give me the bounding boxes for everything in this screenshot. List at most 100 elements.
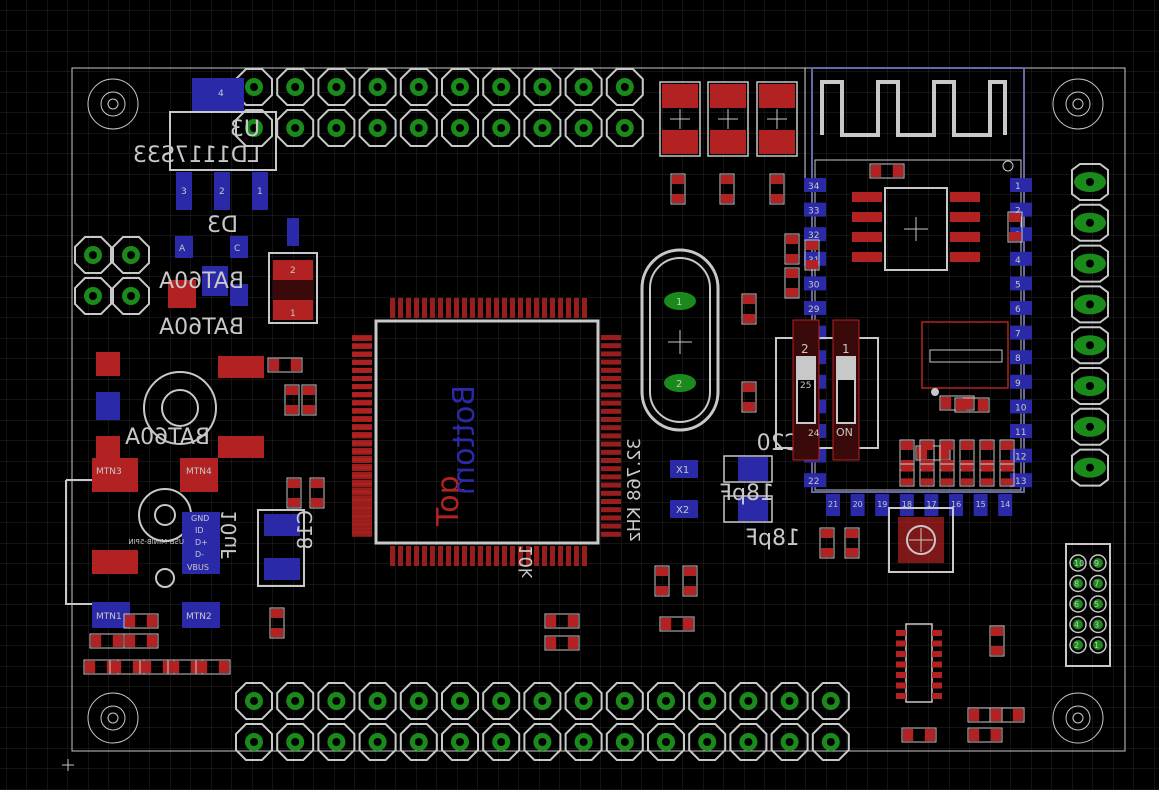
header-bottom-pin[interactable] [235,682,273,720]
smd-resistor[interactable] [804,239,820,271]
smd-resistor[interactable] [267,357,303,373]
header-top-pin[interactable] [358,68,397,106]
smd-resistor[interactable] [899,463,915,487]
crystal-oscillator[interactable]: 1 2 [640,248,720,432]
smd-resistor[interactable] [741,293,757,325]
smd-resistor[interactable] [89,633,125,649]
jtag-pin[interactable]: 1 [1089,636,1107,654]
smd-resistor[interactable] [301,384,317,416]
header-top-pin[interactable] [399,68,438,106]
smd-resistor[interactable] [544,613,580,629]
header-bottom-pin[interactable] [605,682,644,720]
header-top-pin[interactable] [317,109,356,147]
header-top-pin[interactable] [441,109,479,147]
header-bottom-pin[interactable] [647,682,685,720]
header-bottom-pin[interactable] [482,723,521,761]
smd-resistor[interactable] [284,384,300,416]
header-bottom-pin[interactable] [770,682,809,720]
header-bottom-pin[interactable] [276,723,315,761]
header-bottom-pin[interactable] [729,723,768,761]
header-right-pin[interactable] [1071,163,1109,201]
header-bottom-pin[interactable] [441,682,479,720]
smd-resistor[interactable] [195,659,231,675]
header-bottom-pin[interactable] [564,682,603,720]
header-right-pin[interactable] [1071,367,1109,405]
header-top-pin[interactable] [482,68,521,106]
capacitor-c-top[interactable]: 2 1 [268,252,318,324]
header-top-pin[interactable] [605,68,644,106]
header-small-pin[interactable] [74,277,112,315]
regulator-u3[interactable]: 4 3 2 1 U3 LD1117S33 [133,78,277,210]
header-bottom-pin[interactable] [358,723,397,761]
smd-resistor[interactable] [989,625,1005,657]
header-bottom-pin[interactable] [647,723,685,761]
header-bottom-pin[interactable] [811,723,850,761]
smd-resistor[interactable] [784,267,800,299]
header-bottom-pin[interactable] [317,723,356,761]
small-ic-sot[interactable] [921,321,1009,396]
header-right-pin[interactable] [1071,203,1109,242]
tssop-ic[interactable] [896,623,942,703]
header-right-pin[interactable] [1071,448,1109,487]
smd-resistor[interactable] [954,397,990,413]
smd-resistor[interactable] [659,616,695,632]
header-small-pin[interactable] [112,277,150,315]
header-top-pin[interactable] [523,68,562,106]
header-top-pin[interactable] [399,109,438,147]
smd-resistor[interactable] [670,173,686,205]
header-right[interactable] [1071,163,1109,487]
header-top-pin[interactable] [441,68,479,106]
smd-resistor[interactable] [919,463,935,487]
smd-resistor[interactable] [901,727,937,743]
smd-resistor[interactable] [967,707,1003,723]
smd-resistor[interactable] [719,173,735,205]
header-small-pin[interactable] [74,236,112,274]
header-top-pin[interactable] [235,109,273,147]
header-bottom-pin[interactable] [605,723,644,761]
capacitor-large[interactable] [756,81,798,157]
capacitor-large[interactable] [659,81,701,157]
smd-resistor[interactable] [544,635,580,651]
jtag-pin[interactable]: 2 [1069,636,1087,654]
smd-resistor[interactable] [682,565,698,597]
qfn-chip[interactable] [888,507,954,573]
smd-resistor[interactable] [123,613,159,629]
soic8-flash[interactable] [852,187,980,271]
header-bottom-pin[interactable] [523,682,562,720]
header-bottom-pin[interactable] [317,682,356,720]
jtag-pin[interactable]: 3 [1089,615,1107,634]
diode-d3[interactable]: A C D3 BAT60A BAT60A [159,213,299,340]
diode-bottom[interactable]: BAT60A [96,352,264,460]
mcu-qfp100[interactable] [352,298,621,566]
header-top-pin[interactable] [276,109,315,147]
header-top-pin[interactable] [564,109,603,147]
usb-connector[interactable]: GND ID D+ D- VBUS USB-MINIB-5PIN MTN1 MT… [65,458,220,628]
smd-resistor[interactable] [979,463,995,487]
header-bottom-pin[interactable] [276,682,315,720]
header-bottom-pin[interactable] [688,723,727,761]
smd-resistor[interactable] [784,233,800,265]
header-bottom-pin[interactable] [399,682,438,720]
jtag-pin[interactable]: 4 [1069,615,1087,634]
header-top-pin[interactable] [276,68,315,106]
jtag-pin[interactable]: 9 [1089,554,1107,572]
header-right-pin[interactable] [1071,326,1109,365]
header-top-pin[interactable] [317,68,356,106]
header-right-pin[interactable] [1071,285,1109,324]
header-top-pin[interactable] [235,68,273,106]
header-top-pin[interactable] [523,109,562,147]
header-bottom-pin[interactable] [564,723,603,761]
smd-resistor[interactable] [654,565,670,597]
smd-resistor[interactable] [286,477,302,509]
smd-resistor[interactable] [869,163,905,179]
smd-resistor[interactable] [1007,211,1023,243]
smd-resistor[interactable] [309,477,325,509]
jtag-pin[interactable]: 8 [1069,574,1087,593]
header-bottom-pin[interactable] [523,723,562,761]
capacitor-large[interactable] [707,81,749,157]
smd-resistor[interactable] [967,727,1003,743]
header-top[interactable] [235,68,644,147]
header-bottom-pin[interactable] [235,723,273,761]
